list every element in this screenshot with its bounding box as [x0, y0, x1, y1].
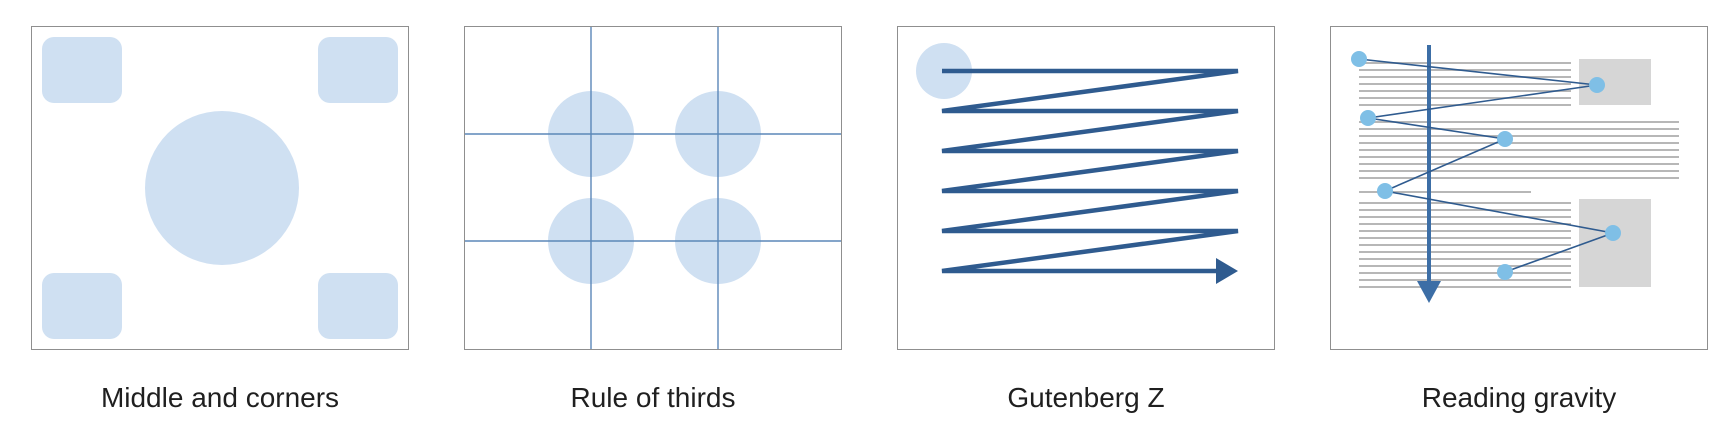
panel-rule-of-thirds [464, 26, 842, 350]
corner-block-bottom-left [42, 273, 122, 339]
reading-dot [1497, 131, 1513, 147]
arrow-head-icon [1216, 258, 1238, 284]
reading-path-dots [1351, 51, 1621, 280]
reading-dot [1497, 264, 1513, 280]
rule-of-thirds-diagram [465, 27, 841, 349]
panel-gutenberg-z [897, 26, 1275, 350]
gutenberg-z-diagram [916, 43, 1239, 284]
caption-middle-and-corners: Middle and corners [100, 382, 340, 413]
corner-block-top-right [318, 37, 398, 103]
gravity-arrow-head-icon [1417, 281, 1441, 303]
reading-dot [1377, 183, 1393, 199]
reading-gravity-diagram [1351, 45, 1679, 303]
caption-reading-gravity: Reading gravity [1421, 382, 1617, 413]
corner-block-bottom-right [318, 273, 398, 339]
corner-block-top-left [42, 37, 122, 103]
reading-dot [1589, 77, 1605, 93]
z-pattern-path [941, 68, 1239, 274]
middle-and-corners-diagram [42, 37, 398, 339]
reading-dot [1360, 110, 1376, 126]
center-circle [145, 111, 299, 265]
panel-middle-and-corners [31, 26, 409, 350]
reading-dot [1605, 225, 1621, 241]
caption-rule-of-thirds: Rule of thirds [570, 382, 736, 413]
panel-reading-gravity [1330, 26, 1708, 350]
reading-dot [1351, 51, 1367, 67]
image-block-bottom [1579, 199, 1651, 287]
caption-gutenberg-z: Gutenberg Z [1007, 382, 1165, 413]
